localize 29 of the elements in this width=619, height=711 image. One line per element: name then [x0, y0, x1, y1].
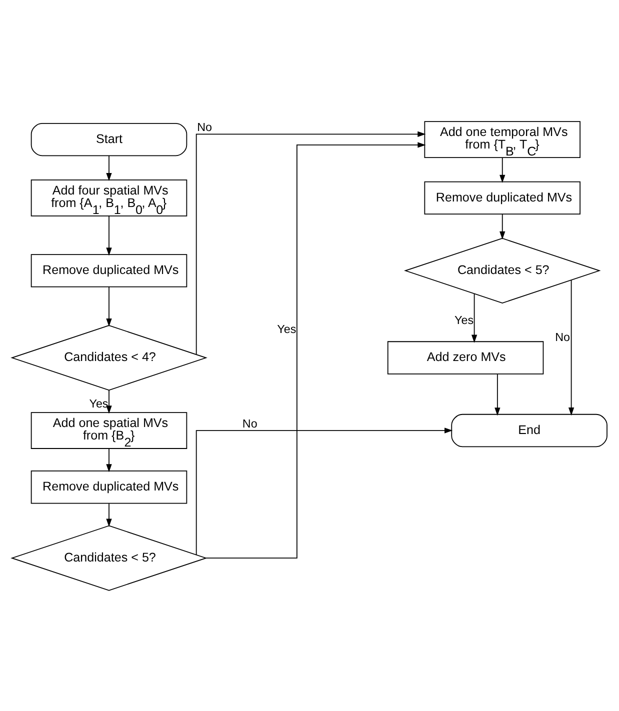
arrow: [568, 279, 574, 416]
arrow: [494, 373, 500, 416]
node-diamond: Candidates < 5?: [10, 524, 208, 590]
edge-label: Yes: [454, 313, 474, 326]
arrow: [106, 389, 112, 414]
edge-label: Yes: [277, 322, 296, 336]
edge-label: No: [555, 330, 570, 344]
node-box: Remove duplicated MVs: [424, 180, 580, 214]
node-box: Start: [30, 122, 188, 156]
arrow: [106, 286, 112, 326]
arrow: [106, 502, 112, 526]
node-diamond: Candidates < 4?: [10, 324, 208, 390]
arrow: [106, 448, 112, 472]
node-box: End: [451, 413, 608, 447]
arrow: [500, 156, 506, 182]
node-box: Add zero MVs: [387, 340, 544, 374]
node-box: Remove duplicated MVs: [30, 254, 188, 287]
edge-label: Yes: [89, 397, 108, 410]
arrow: [106, 214, 112, 256]
edge-label: No: [197, 120, 212, 134]
arrow: [471, 292, 478, 342]
arrow: [500, 214, 506, 240]
arrow: [106, 154, 112, 181]
node-diamond: Candidates < 5?: [404, 237, 601, 303]
arrow: [196, 130, 426, 354]
arrow: [206, 142, 426, 558]
edge-label: No: [242, 416, 258, 430]
node-box: Remove duplicated MVs: [30, 470, 188, 504]
arrow: [196, 427, 453, 555]
